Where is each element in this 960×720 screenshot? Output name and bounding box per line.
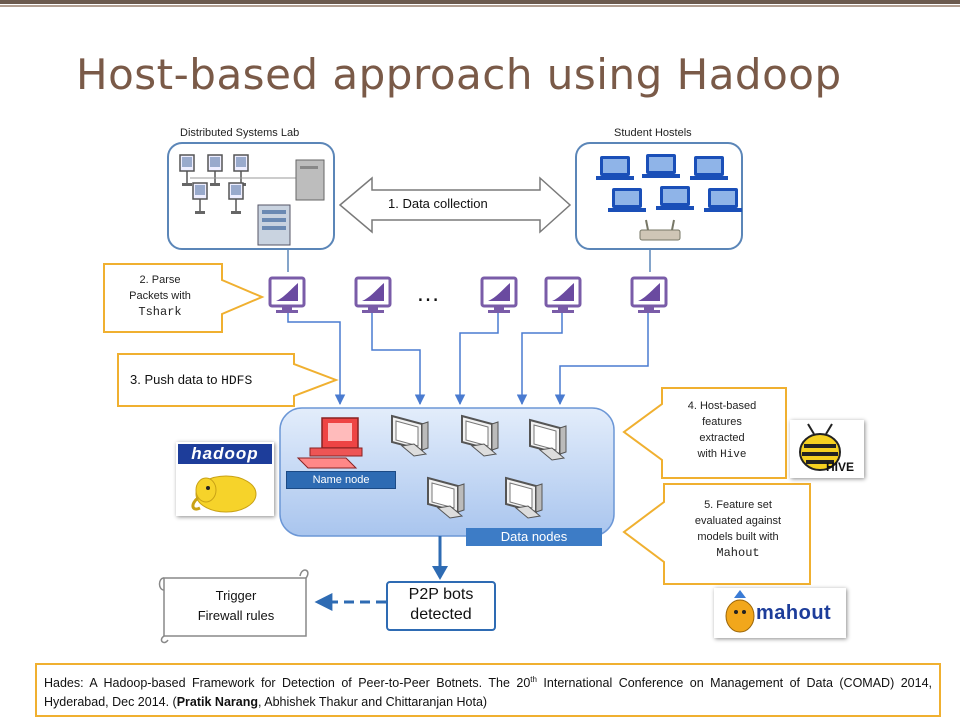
step4-text: 4. Host-based features extracted with Hi… [666, 398, 778, 463]
hostels-label: Student Hostels [614, 127, 692, 139]
trigger-scroll [158, 569, 309, 644]
step4-line2: features [702, 416, 742, 428]
monitor-icon [544, 276, 582, 315]
trigger-line2: Firewall rules [197, 608, 275, 623]
step5-line2: evaluated against [694, 515, 782, 527]
hadoop-elephant-icon [191, 475, 257, 513]
step4-with: with [697, 448, 721, 460]
step2-arrow [103, 263, 265, 333]
top-rule [0, 0, 960, 7]
hive-bee-icon [799, 423, 841, 471]
data-collection-arrow [338, 176, 572, 234]
ref-part3: , Abhishek Thakur and Chittaranjan Hota) [258, 695, 488, 710]
p2p-detected-box: P2P bots detected [386, 581, 496, 631]
trigger-line1: Trigger [215, 588, 257, 603]
hive-wordmark: HIVE [826, 460, 855, 474]
step2-line1: 2. Parse [139, 274, 181, 286]
step2-text: 2. Parse Packets with Tshark [112, 272, 208, 320]
mahout-mascot-icon [725, 590, 755, 633]
ref-part2: International Conference on Management o… [44, 676, 932, 710]
step4-line4: with Hive [666, 446, 778, 463]
p2p-line2: detected [410, 606, 472, 623]
step5-line4: Mahout [716, 546, 760, 560]
step5-line1: 5. Feature set [704, 499, 772, 511]
trigger-text: Trigger Firewall rules [170, 586, 302, 626]
step2-line3: Tshark [138, 305, 182, 319]
step3-arrow [117, 353, 339, 407]
step5-line3: models built with [697, 531, 779, 543]
monitor-icon [268, 276, 306, 315]
step5-arrow [622, 483, 811, 585]
step3-hdfs: HDFS [221, 373, 253, 388]
dsl-label: Distributed Systems Lab [180, 127, 300, 139]
mahout-logo: mahout [714, 588, 846, 638]
step5-text: 5. Feature set evaluated against models … [670, 497, 806, 561]
step4-line3: extracted [699, 432, 745, 444]
ellipsis: … [416, 280, 440, 307]
p2p-line1: P2P bots [408, 586, 474, 603]
step3-label: 3. Push data to [130, 372, 222, 387]
monitor-icon [480, 276, 518, 315]
reference-box [35, 663, 941, 717]
name-node-tag: Name node [286, 471, 396, 489]
name-node-pc-icon [296, 417, 363, 469]
ref-author: Pratik Narang [176, 695, 258, 710]
data-nodes-tag: Data nodes [466, 528, 602, 546]
step4-line1: 4. Host-based [687, 400, 757, 412]
monitor-icon [354, 276, 392, 315]
step4-hive: Hive [720, 449, 747, 461]
monitor-icon [630, 276, 668, 315]
step4-arrow [622, 387, 787, 479]
ref-sup: th [530, 675, 537, 684]
hadoop-wordmark: hadoop [178, 444, 272, 464]
page-title: Host-based approach using Hadoop [76, 50, 842, 99]
ref-part1: Hades: A Hadoop-based Framework for Dete… [44, 676, 531, 691]
server-icon [257, 159, 325, 246]
hive-logo: HIVE [790, 420, 864, 478]
reference-citation: Hades: A Hadoop-based Framework for Dete… [44, 670, 932, 712]
step2-line2: Packets with [129, 290, 191, 302]
data-collection-label: 1. Data collection [388, 196, 488, 211]
router-icon [639, 219, 681, 241]
step3-text: 3. Push data to HDFS [130, 372, 252, 388]
hadoop-logo: hadoop [176, 442, 274, 516]
mahout-wordmark: mahout [756, 602, 832, 624]
